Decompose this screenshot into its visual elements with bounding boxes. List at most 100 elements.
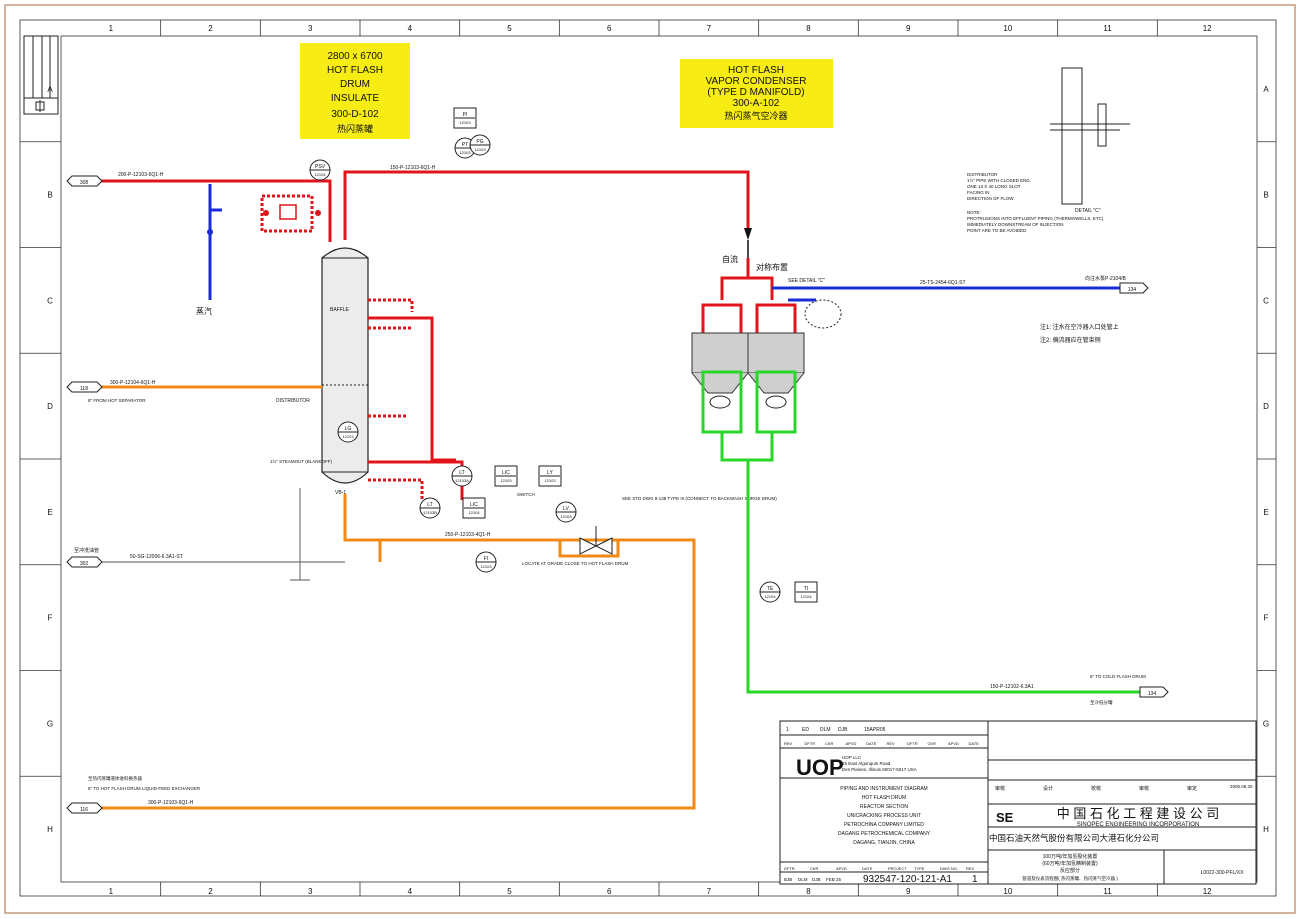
instrument-tag: TI: [804, 586, 808, 592]
sign-off-label: 校核: [1091, 785, 1101, 792]
offpage-flush[interactable]: 302: [66, 556, 103, 568]
revision-header: APVD: [846, 741, 857, 746]
grid-col-label: 3: [308, 24, 313, 33]
revision-header: DFTR: [805, 741, 816, 746]
svg-text:2800 x 6700: 2800 x 6700: [327, 51, 382, 62]
svg-text:1½" STEAMOUT (BLANKOFF): 1½" STEAMOUT (BLANKOFF): [270, 458, 333, 464]
left-stamp-block: [23, 35, 59, 115]
svg-text:IMMEDIATELY DOWNSTREAM OF INJE: IMMEDIATELY DOWNSTREAM OF INJECTION: [967, 222, 1064, 227]
svg-text:VAPOR CONDENSER: VAPOR CONDENSER: [706, 76, 807, 87]
drafter-header: REV: [966, 866, 975, 871]
grid-col-label: 10: [1003, 24, 1012, 33]
revision-header: CKR: [825, 741, 834, 746]
svg-text:8" FROM HOT SEPARATOR: 8" FROM HOT SEPARATOR: [88, 398, 146, 403]
drafter-value: DLM: [798, 877, 808, 882]
grid-col-label: 4: [408, 887, 413, 896]
instrument-number: 12103: [459, 150, 471, 155]
grid-row-label: B: [1263, 191, 1268, 200]
instrument-tag: PI: [463, 112, 468, 118]
instrument-tag: LV: [563, 506, 569, 512]
grid-col-label: 7: [707, 887, 712, 896]
svg-text:向注水泵P-2104/B: 向注水泵P-2104/B: [1085, 275, 1127, 282]
revision-header: REV: [887, 741, 896, 746]
revision-header: CKR: [928, 741, 937, 746]
sign-off-label: 审定: [1187, 785, 1197, 792]
grid-row-label: H: [47, 825, 53, 834]
grid-row-label: B: [47, 191, 52, 200]
instrument-number: 12104: [468, 510, 480, 515]
svg-text:LOCATE AT GRADE CLOSE TO HOT F: LOCATE AT GRADE CLOSE TO HOT FLASH DRUM: [522, 561, 629, 566]
svg-text:至热闪蒸罐液体进料换热器: 至热闪蒸罐液体进料换热器: [88, 775, 142, 782]
diagram-title-line: REACTOR SECTION: [860, 804, 908, 810]
svg-text:116: 116: [80, 807, 88, 813]
instrument-tag: LG: [345, 426, 352, 432]
svg-text:308: 308: [80, 180, 89, 186]
sign-off-label: 设计: [1043, 785, 1053, 792]
offpage-water[interactable]: 134: [1119, 282, 1149, 294]
svg-text:SINOPEC ENGINEERING INCORPORAT: SINOPEC ENGINEERING INCORPORATION: [1077, 822, 1200, 828]
drafter-header: DWG NO.: [940, 866, 958, 871]
drafter-header: TYPE: [914, 866, 925, 871]
revision-cell: ED: [802, 727, 809, 733]
svg-text:134: 134: [1148, 691, 1157, 697]
condenser-outlet-green: 150-P-12102-6.3A1 6" TO COLD FLASH DRUM …: [701, 370, 1146, 706]
revision-header: REV: [784, 741, 793, 746]
svg-text:中 国 石 化 工 程 建 设 公 司: 中 国 石 化 工 程 建 设 公 司: [1057, 806, 1220, 821]
grid-row-label: C: [47, 296, 53, 305]
instrument-number: 12103: [474, 147, 486, 152]
revision-header: DFTR: [907, 741, 918, 746]
level-control-valve: SEE STD DWG 8-138 TYPE III (CONNECT TO B…: [522, 496, 777, 566]
offpage-tl[interactable]: 308: [66, 175, 103, 187]
instrument-pg-top[interactable]: PG 12103: [469, 134, 491, 156]
grid-col-label: 12: [1203, 24, 1212, 33]
drafter-header: DFTR: [784, 866, 795, 871]
svg-text:热闪蒸气空冷器: 热闪蒸气空冷器: [724, 110, 787, 121]
svg-text:SEE DETAIL "C": SEE DETAIL "C": [788, 278, 825, 284]
notes-block: 注1: 注水在空冷器入口处管上 注2: 偏流器应在管束侧 DISTRIBUTOR…: [967, 172, 1119, 344]
grid-col-label: 5: [507, 24, 512, 33]
svg-text:50-SG-12006-6.3A1-ST: 50-SG-12006-6.3A1-ST: [130, 554, 183, 560]
instrument-number: 12103B: [423, 510, 437, 515]
svg-text:POINT ARE TO BE AVOIDED: POINT ARE TO BE AVOIDED: [967, 228, 1027, 233]
svg-text:管道及仪表流程图( 热闪蒸罐、热闪蒸气空冷器 ): 管道及仪表流程图( 热闪蒸罐、热闪蒸气空冷器 ): [1022, 875, 1118, 882]
svg-text:NOTE:: NOTE:: [967, 210, 981, 215]
offpage-feed[interactable]: 118: [66, 381, 103, 393]
instrument-number: 12103: [459, 120, 471, 125]
instrument-bubbles: PI12103PT12103PG12103PSV12104LG12103LT12…: [309, 107, 818, 603]
inner-frame: [19, 19, 1277, 897]
instrument-pi-top[interactable]: PI 12103: [453, 107, 477, 129]
instrument-tag: LIC: [502, 470, 510, 476]
grid-col-label: 5: [507, 887, 512, 896]
svg-text:至冲洗油管: 至冲洗油管: [74, 547, 99, 554]
instrument-number: 12104: [314, 172, 326, 177]
grid-row-label: E: [47, 508, 52, 517]
grid-row-label: F: [48, 614, 53, 623]
drafter-value: DJB: [812, 877, 821, 882]
condenser-callout: HOT FLASH VAPOR CONDENSER (TYPE D MANIFO…: [680, 59, 833, 128]
grid-col-label: 6: [607, 887, 612, 896]
svg-text:ONE 13 X 40 LONG SLOT: ONE 13 X 40 LONG SLOT: [967, 184, 1021, 189]
instrument-number: 12103A: [455, 478, 469, 483]
grid-col-label: 1: [109, 24, 114, 33]
svg-text:300-P-12104-6Q1-H: 300-P-12104-6Q1-H: [110, 380, 156, 386]
drum-callout: 2800 x 6700 HOT FLASH DRUM INSULATE 300-…: [300, 43, 410, 139]
instrument-tag: PG: [476, 139, 483, 145]
grid-col-label: 7: [707, 24, 712, 33]
svg-text:(TYPE D MANIFOLD): (TYPE D MANIFOLD): [707, 87, 804, 98]
offpage-cold-flash[interactable]: 134: [1139, 686, 1169, 698]
grid-row-label: C: [1263, 296, 1269, 305]
offpage-to-exchanger[interactable]: 116: [66, 802, 103, 814]
